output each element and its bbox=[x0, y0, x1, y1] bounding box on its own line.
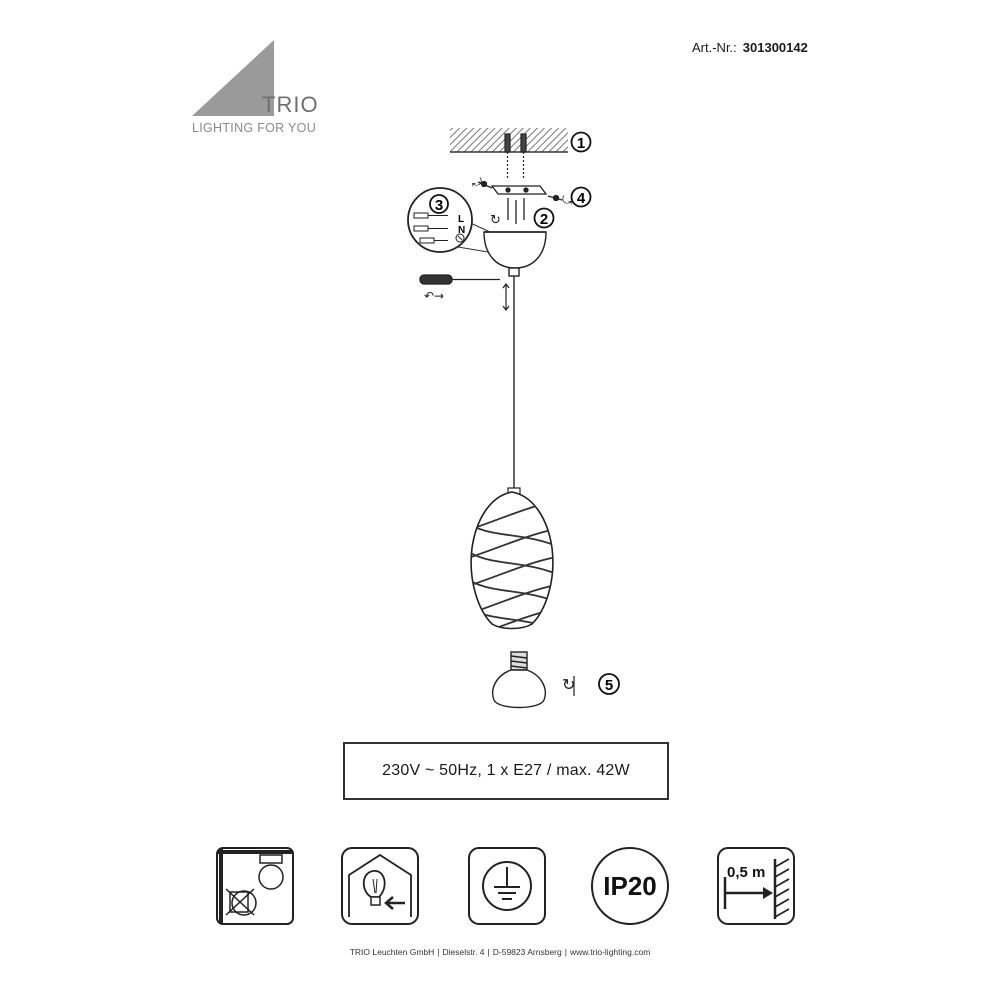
min-distance-label: 0,5 m bbox=[727, 864, 765, 881]
no-insulated-ceiling-icon bbox=[216, 847, 294, 925]
step-1-marker: 1 bbox=[570, 131, 592, 153]
svg-text:⤿: ⤿ bbox=[562, 193, 572, 207]
step-5-number: 5 bbox=[605, 677, 613, 694]
footer-web[interactable]: www.trio-lighting.com bbox=[569, 947, 651, 957]
footer-company: TRIO Leuchten GmbH bbox=[349, 947, 435, 957]
wire-label-l: L bbox=[458, 214, 464, 225]
ip-rating-icon: IP20 bbox=[591, 847, 669, 925]
min-distance-icon: 0,5 m bbox=[717, 847, 795, 925]
indoor-use-only-icon bbox=[341, 847, 419, 925]
wire-label-n: N bbox=[458, 225, 465, 236]
mounting-bracket: ⤾ ⤿ bbox=[472, 175, 572, 224]
height-adjust-arrow bbox=[502, 283, 510, 311]
article-number: Art.-Nr.: 301300142 bbox=[692, 40, 808, 55]
footer: TRIO Leuchten GmbH|Dieselstr. 4|D-59823 … bbox=[349, 947, 651, 957]
assembly-drawing: 1 ⤾ ⤿ 4 ↻ 2 bbox=[407, 128, 620, 709]
svg-text:↻: ↻ bbox=[562, 675, 575, 694]
brand-name: TRIO bbox=[262, 92, 319, 117]
ip-rating-label: IP20 bbox=[603, 871, 657, 901]
footer-city: D-59823 Arnsberg bbox=[492, 947, 562, 957]
step-2-marker: ↻ 2 bbox=[490, 207, 555, 229]
step-5-marker: ↻ 5 bbox=[562, 673, 620, 696]
svg-text:↶→: ↶→ bbox=[424, 289, 444, 303]
wiring-detail: L N 3 bbox=[407, 187, 491, 253]
article-value: 301300142 bbox=[742, 40, 808, 55]
svg-text:⤾: ⤾ bbox=[472, 175, 482, 189]
canopy bbox=[483, 231, 547, 277]
brand-tagline: LIGHTING FOR YOU bbox=[192, 121, 317, 135]
step-2-number: 2 bbox=[540, 211, 548, 228]
step-4-number: 4 bbox=[577, 190, 586, 207]
electrical-spec: 230V ~ 50Hz, 1 x E27 / max. 42W bbox=[343, 742, 669, 800]
footer-street: Dieselstr. 4 bbox=[442, 947, 485, 957]
step-1-number: 1 bbox=[577, 135, 585, 152]
step-3-number: 3 bbox=[435, 197, 443, 214]
lamp-shade bbox=[470, 487, 554, 630]
trio-logo-icon bbox=[192, 40, 274, 116]
screwdriver-icon: ↶→ bbox=[419, 274, 500, 303]
protective-earth-icon bbox=[468, 847, 546, 925]
light-bulb-icon bbox=[492, 651, 546, 709]
article-label: Art.-Nr.: bbox=[692, 40, 737, 55]
step-4-marker: 4 bbox=[570, 186, 592, 208]
svg-text:↻: ↻ bbox=[490, 213, 501, 228]
wall-plugs bbox=[504, 133, 527, 180]
